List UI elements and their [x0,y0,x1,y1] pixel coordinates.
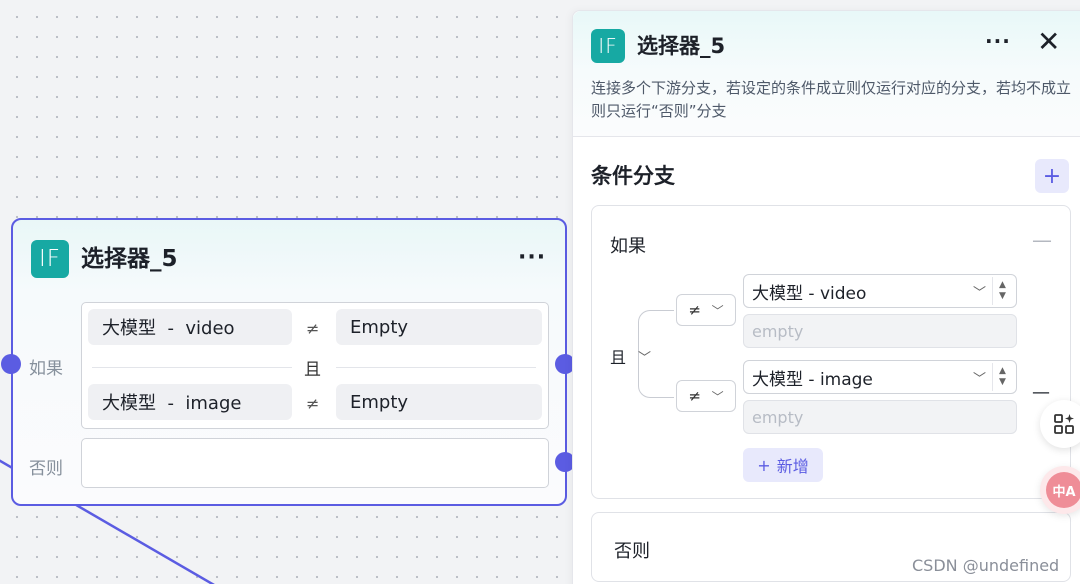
value-input[interactable]: empty [743,314,1017,348]
operator-select[interactable]: ≠ ﹀ [676,380,736,412]
else-branch-label: 否则 [29,459,63,479]
translate-icon-label: 中A [1046,472,1080,508]
chevron-down-icon: ﹀ [711,389,724,404]
logic-and-label: 且 [304,360,321,380]
node-config-panel: IF 选择器_5 ··· ✕ 连接多个下游分支，若设定的条件成立则仅运行对应的分… [572,10,1080,584]
logic-bracket [638,310,674,354]
collapse-icon[interactable]: — [1032,228,1052,252]
logic-bracket [638,354,674,398]
condition-left-field: 大模型 - image [88,384,292,420]
condition-right-field: Empty [336,309,542,345]
not-equal-icon: ≠ [688,387,701,405]
remove-condition-icon[interactable]: — [1032,382,1050,403]
if-icon: IF [31,240,69,278]
else-branch-card: 否则 [591,512,1071,582]
close-icon[interactable]: ✕ [1037,25,1061,58]
node-more-icon[interactable]: ··· [518,245,547,270]
operator-select[interactable]: ≠ ﹀ [676,294,736,326]
variable-value: 大模型 - image [752,369,873,390]
stepper-icon[interactable]: ▲▼ [992,363,1012,391]
not-equal-icon: ≠ [306,319,320,338]
else-branch-box[interactable] [81,438,549,488]
add-branch-button[interactable]: + [1035,159,1069,193]
value-input[interactable]: empty [743,400,1017,434]
watermark: CSDN @undefined [912,556,1060,575]
panel-description: 连接多个下游分支，若设定的条件成立则仅运行对应的分支，若均不成立则只运行“否则”… [591,79,1072,120]
panel-title: 选择器_5 [637,34,726,58]
logic-operator-select[interactable]: 且 ﹀ [610,344,651,368]
node-title: 选择器_5 [81,246,178,272]
if-branch-label: 如果 [29,359,63,379]
condition-right-field: Empty [336,384,542,420]
more-icon[interactable]: ··· [985,29,1011,53]
section-title: 条件分支 [591,164,675,188]
input-port[interactable] [1,354,21,374]
not-equal-icon: ≠ [306,394,320,413]
chevron-down-icon: ﹀ [972,286,986,301]
else-output-port[interactable] [555,452,575,472]
logic-operator-value: 且 [610,348,627,367]
variable-select[interactable]: 大模型 - video ﹀ ▲▼ [743,274,1017,308]
chevron-down-icon: ﹀ [711,303,724,318]
selector-node[interactable]: IF 选择器_5 ··· 如果 大模型 - video ≠ Empty 且 大模… [1,218,575,506]
grid-sparkle-svg [1054,414,1074,434]
add-condition-label: 新增 [776,457,809,476]
stepper-icon[interactable]: ▲▼ [992,277,1012,305]
variable-select[interactable]: 大模型 - image ﹀ ▲▼ [743,360,1017,394]
if-icon: IF [591,29,625,63]
chevron-down-icon: ﹀ [638,350,652,366]
variable-value: 大模型 - video [752,283,867,304]
if-branch-card: 如果 — 且 ﹀ ≠ ﹀ 大模型 - video ﹀ ▲▼ empty ≠ ﹀ … [591,205,1071,499]
chevron-down-icon: ﹀ [972,372,986,387]
translate-icon[interactable]: 中A [1040,466,1080,514]
if-output-port[interactable] [555,354,575,374]
divider [336,367,536,368]
not-equal-icon: ≠ [688,301,701,319]
add-condition-button[interactable]: + 新增 [743,448,823,482]
condition-group[interactable]: 大模型 - video ≠ Empty 且 大模型 - image ≠ Empt… [81,302,549,429]
if-card-label: 如果 [610,236,646,257]
apps-sparkle-icon[interactable] [1040,400,1080,448]
panel-header: IF 选择器_5 ··· ✕ 连接多个下游分支，若设定的条件成立则仅运行对应的分… [573,11,1080,137]
divider [92,367,292,368]
plus-icon: + [757,455,771,475]
else-card-label: 否则 [614,541,650,562]
condition-left-field: 大模型 - video [88,309,292,345]
